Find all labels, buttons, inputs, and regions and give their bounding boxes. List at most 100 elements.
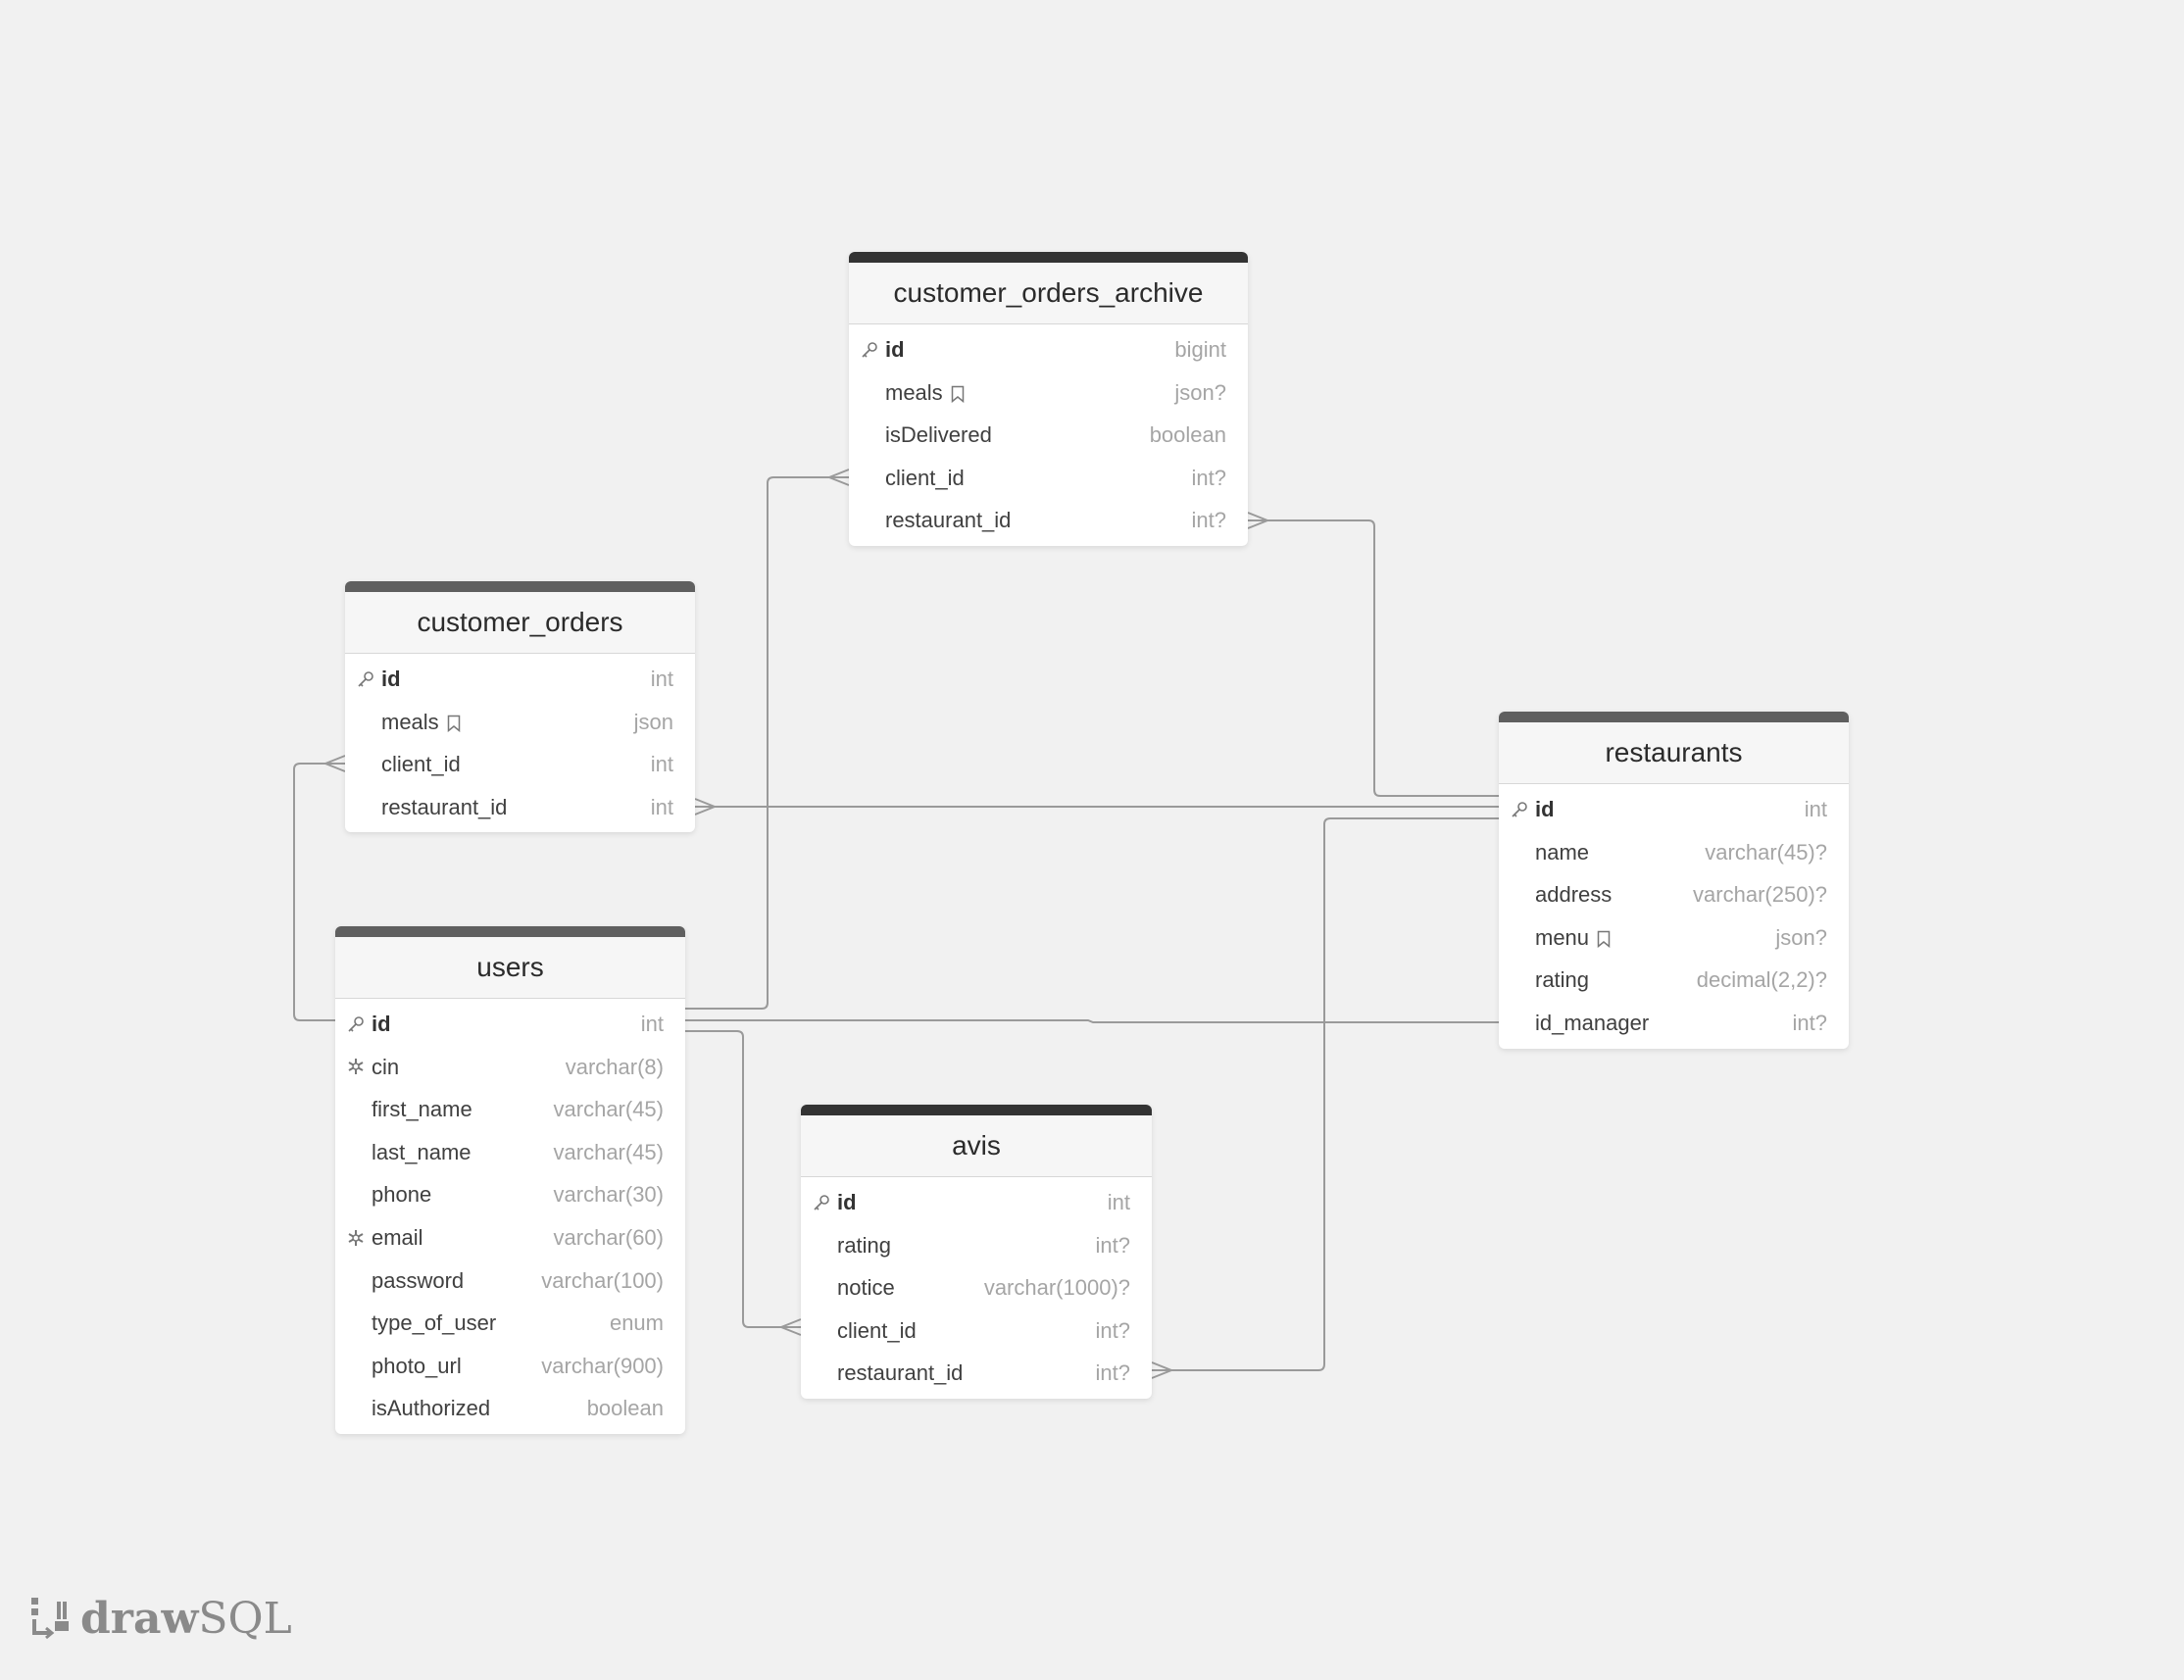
- link-avis-restaurant[interactable]: [1152, 817, 1499, 1371]
- column-name: id: [885, 337, 905, 362]
- table-title[interactable]: avis: [801, 1115, 1152, 1177]
- column-row[interactable]: isDelivered boolean: [849, 414, 1248, 457]
- table-header-bar: [335, 926, 685, 937]
- column-name: restaurant_id: [837, 1360, 964, 1386]
- column-row[interactable]: phone varchar(30): [335, 1173, 685, 1216]
- column-type: varchar(45): [553, 1097, 664, 1122]
- column-type: int?: [1095, 1232, 1130, 1258]
- key-icon: [811, 1181, 832, 1224]
- column-name: isDelivered: [885, 422, 992, 448]
- column-row[interactable]: restaurant_id int: [345, 786, 695, 829]
- key-icon: [355, 658, 376, 701]
- link-archive-restaurant[interactable]: [1248, 519, 1499, 797]
- column-type: json: [633, 709, 673, 734]
- column-row[interactable]: id int: [801, 1181, 1152, 1224]
- crowfoot-icon: [826, 469, 850, 486]
- table-restaurants[interactable]: restaurants id int name varchar(45)? address…: [1499, 712, 1849, 1049]
- column-name: id: [837, 1190, 857, 1214]
- column-type: int: [650, 794, 673, 819]
- column-type: varchar(30): [553, 1182, 664, 1208]
- column-row[interactable]: restaurant_id int?: [801, 1352, 1152, 1395]
- column-name: rating: [837, 1232, 892, 1258]
- column-type: json?: [1174, 379, 1226, 405]
- key-icon: [345, 1003, 367, 1046]
- column-name: type_of_user: [372, 1310, 497, 1336]
- column-name: restaurant_id: [381, 794, 508, 819]
- note-icon[interactable]: [439, 710, 461, 734]
- column-type: int?: [1792, 1010, 1827, 1035]
- crowfoot-icon: [694, 798, 718, 815]
- column-name: name: [1535, 839, 1590, 865]
- note-icon[interactable]: [1589, 925, 1611, 950]
- link-restaurants-manager-users[interactable]: [685, 1019, 1499, 1023]
- column-name: id_manager: [1535, 1010, 1650, 1035]
- table-title[interactable]: restaurants: [1499, 722, 1849, 784]
- table-header-bar: [345, 581, 695, 592]
- column-type: int: [650, 752, 673, 777]
- column-type: int?: [1191, 508, 1226, 533]
- column-row[interactable]: id int: [335, 1003, 685, 1046]
- drawsql-logo-icon: [31, 1598, 69, 1640]
- table-title[interactable]: customer_orders: [345, 592, 695, 654]
- table-title[interactable]: users: [335, 937, 685, 999]
- column-name: id: [1535, 797, 1555, 821]
- column-name: id: [381, 667, 401, 691]
- table-title[interactable]: customer_orders_archive: [849, 263, 1248, 324]
- column-row[interactable]: name varchar(45)?: [1499, 831, 1849, 874]
- column-type: json?: [1775, 924, 1827, 950]
- column-row[interactable]: meals json: [345, 701, 695, 744]
- column-type: boolean: [1149, 422, 1226, 448]
- column-row[interactable]: client_id int: [345, 743, 695, 786]
- note-icon[interactable]: [943, 380, 965, 405]
- column-name: meals: [381, 709, 439, 734]
- column-name: phone: [372, 1182, 432, 1208]
- column-type: varchar(60): [553, 1224, 664, 1250]
- link-archive-client-users[interactable]: [685, 476, 849, 1010]
- link-avis-client-users[interactable]: [685, 1030, 801, 1328]
- column-name: client_id: [885, 465, 965, 490]
- column-type: int: [1107, 1190, 1130, 1214]
- column-type: int?: [1095, 1360, 1130, 1386]
- column-type: varchar(45)?: [1705, 839, 1827, 865]
- brand-name-bold: draw: [80, 1593, 199, 1644]
- column-type: varchar(1000)?: [983, 1275, 1130, 1301]
- unique-icon: [345, 1216, 367, 1260]
- column-name: client_id: [381, 752, 461, 777]
- column-type: varchar(900): [541, 1353, 664, 1378]
- column-row[interactable]: id_manager int?: [1499, 1002, 1849, 1045]
- column-type: int: [640, 1012, 664, 1036]
- column-type: int: [1804, 797, 1827, 821]
- column-name: id: [372, 1012, 391, 1036]
- column-name: rating: [1535, 967, 1590, 993]
- column-row[interactable]: id int: [1499, 788, 1849, 831]
- column-type: int?: [1095, 1317, 1130, 1343]
- column-name: isAuthorized: [372, 1396, 491, 1421]
- column-row[interactable]: rating int?: [801, 1224, 1152, 1267]
